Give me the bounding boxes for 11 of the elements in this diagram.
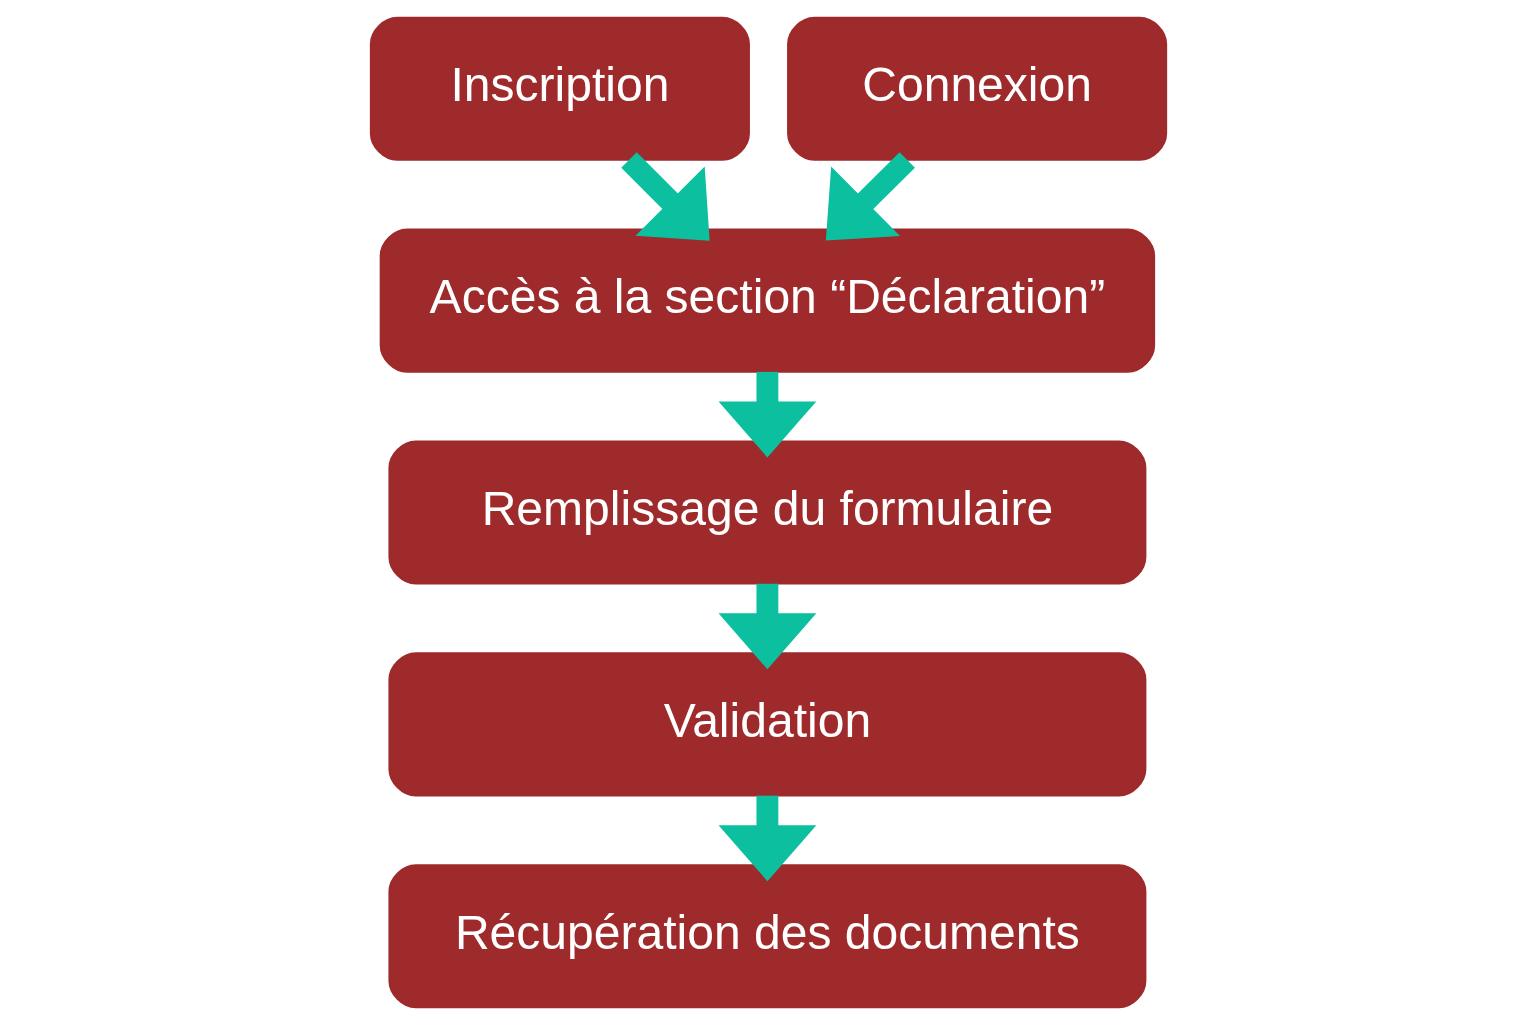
arrow (620, 151, 710, 241)
node-box: Accès à la section “Déclaration” (379, 228, 1155, 373)
node-box: Remplissage du formulaire (387, 439, 1146, 585)
arrow (718, 371, 816, 457)
arrow (718, 583, 816, 669)
arrow (825, 151, 915, 241)
arrow (718, 795, 816, 881)
node-box: Connexion (786, 16, 1167, 161)
node-box: Inscription (369, 16, 750, 161)
node-box: Récupération des documents (387, 863, 1146, 1008)
node-box: Validation (387, 651, 1146, 796)
